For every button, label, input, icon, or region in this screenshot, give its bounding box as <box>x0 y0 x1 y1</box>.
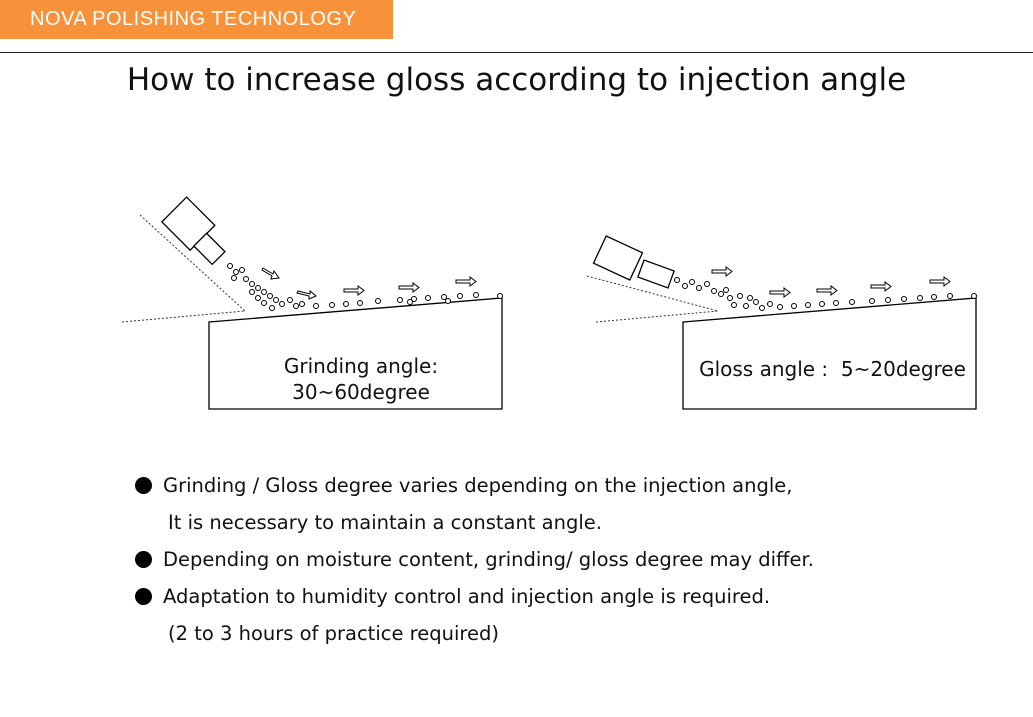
grinding-angle-label-line1: Grinding angle: <box>283 354 439 378</box>
grinding-angle-diagram <box>121 196 503 410</box>
bullet-text: Grinding / Gloss degree varies depending… <box>163 474 793 497</box>
bullet-continuation: It is necessary to maintain a constant a… <box>168 511 602 534</box>
list-item: Depending on moisture content, grinding/… <box>133 541 814 578</box>
bullet-icon <box>135 477 152 494</box>
header-divider <box>0 52 1033 53</box>
brand-banner: NOVA POLISHING TECHNOLOGY <box>0 0 393 39</box>
list-item: Grinding / Gloss degree varies depending… <box>133 467 814 504</box>
bullet-icon <box>135 588 152 605</box>
page-title: How to increase gloss according to injec… <box>126 62 907 98</box>
notes-list: Grinding / Gloss degree varies depending… <box>133 467 814 652</box>
list-item: Adaptation to humidity control and injec… <box>133 578 814 615</box>
bullet-icon <box>135 551 152 568</box>
gloss-angle-diagram <box>586 235 977 410</box>
brand-label: NOVA POLISHING TECHNOLOGY <box>30 8 357 30</box>
bullet-continuation: (2 to 3 hours of practice required) <box>168 622 499 645</box>
bullet-text: Depending on moisture content, grinding/… <box>163 548 814 571</box>
grinding-angle-label-line2: 30~60degree <box>292 380 430 404</box>
grinding-angle-label: Grinding angle: 30~60degree <box>240 353 482 405</box>
bullet-text: Adaptation to humidity control and injec… <box>163 585 771 608</box>
gloss-angle-label: Gloss angle : 5~20degree <box>699 357 966 381</box>
